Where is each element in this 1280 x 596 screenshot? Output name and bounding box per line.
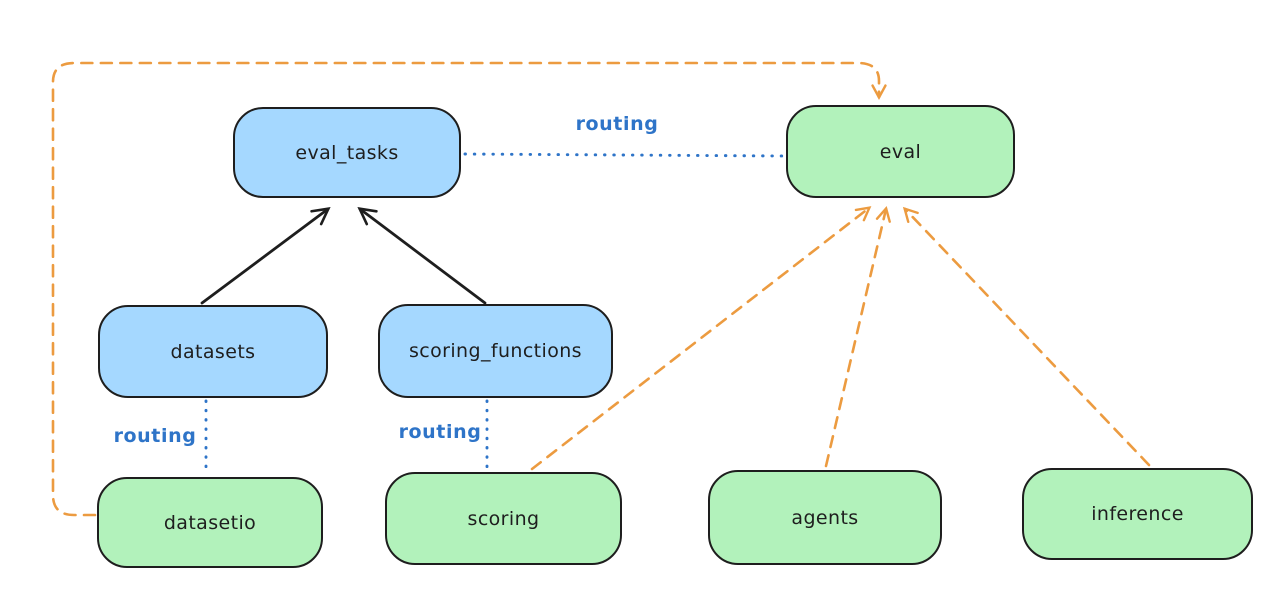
node-datasetio: datasetio xyxy=(97,477,323,568)
node-scoring-functions: scoring_functions xyxy=(378,304,613,398)
node-inference: inference xyxy=(1022,468,1253,560)
edge-label-routing-datasets-datasetio: routing xyxy=(113,425,197,447)
node-eval-tasks-label: eval_tasks xyxy=(295,141,399,164)
node-eval: eval xyxy=(786,105,1015,198)
edge-eval-tasks-to-eval-routing xyxy=(463,152,786,158)
edge-datasetio-to-eval xyxy=(51,61,887,517)
edge-agents-to-eval xyxy=(824,206,891,468)
node-datasets: datasets xyxy=(98,305,328,398)
edge-datasets-to-eval-tasks xyxy=(200,207,331,305)
node-scoring: scoring xyxy=(385,472,622,565)
node-datasets-label: datasets xyxy=(170,340,256,363)
edge-inference-to-eval xyxy=(902,206,1151,467)
edge-scoring-functions-to-eval-tasks xyxy=(357,207,487,305)
node-datasetio-label: datasetio xyxy=(163,511,257,534)
node-inference-label: inference xyxy=(1091,503,1184,525)
node-agents-label: agents xyxy=(791,506,859,529)
node-scoring-functions-label: scoring_functions xyxy=(409,340,582,362)
node-agents: agents xyxy=(708,470,942,565)
edge-label-routing-eval-tasks-eval: routing xyxy=(575,113,659,135)
edge-label-routing-scoring-functions-scoring: routing xyxy=(398,421,482,443)
node-eval-label: eval xyxy=(879,140,922,163)
node-scoring-label: scoring xyxy=(467,507,540,530)
node-eval-tasks: eval_tasks xyxy=(233,107,461,198)
